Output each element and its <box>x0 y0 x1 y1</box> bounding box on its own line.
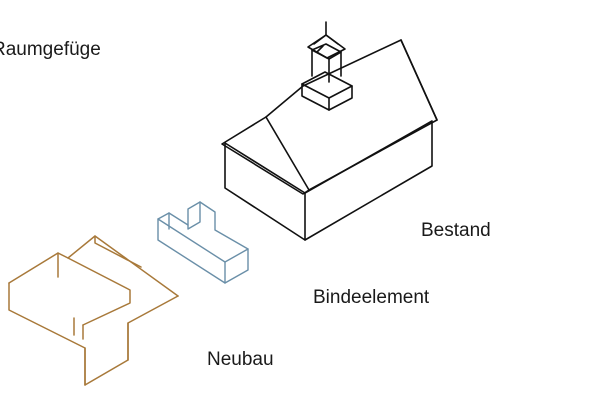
new-building-label: Neubau <box>207 349 274 370</box>
existing-building-turret <box>301 21 353 111</box>
existing-building-roof <box>221 39 438 195</box>
connector-element <box>157 201 249 284</box>
connector-element-label: Bindeelement <box>313 287 430 308</box>
new-building <box>8 235 179 386</box>
diagram-title: Raumgefüge <box>0 39 101 60</box>
existing-building-label: Bestand <box>421 220 491 241</box>
existing-building <box>221 21 438 241</box>
